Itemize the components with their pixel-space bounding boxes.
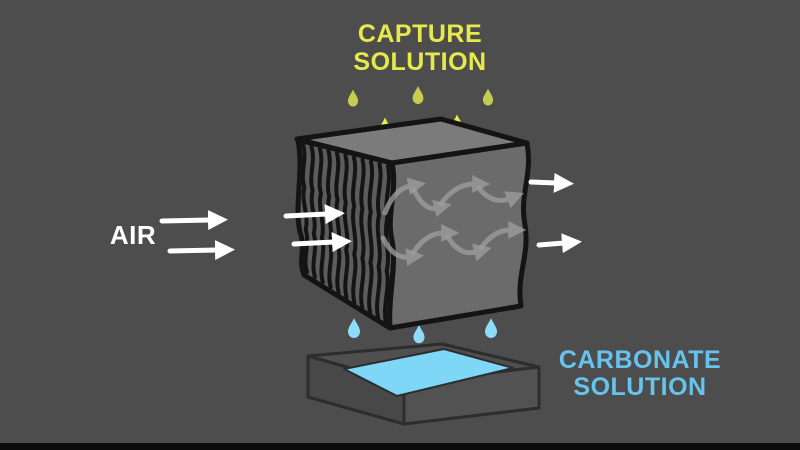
arrow-right-icon	[536, 233, 582, 254]
carbonate-solution-label: CARBONATE SOLUTION	[540, 347, 740, 401]
air-contactor-cube	[294, 116, 532, 331]
fin-stripe	[300, 143, 310, 274]
capture-solution-line2: SOLUTION	[353, 48, 487, 76]
droplet-icon	[347, 89, 359, 107]
fin-stripe	[375, 161, 383, 320]
flow-arrow-icon	[411, 187, 452, 218]
arrow-right-icon	[159, 210, 228, 231]
fin-stripe	[359, 157, 366, 310]
capture-solution-line1: CAPTURE	[357, 20, 483, 48]
arrow-right-icon	[528, 172, 574, 193]
capture-solution-label: CAPTURE SOLUTION	[290, 20, 550, 76]
flow-arrow-icon	[478, 221, 527, 251]
droplet-icon	[412, 86, 424, 104]
flow-arrow-icon	[476, 185, 525, 209]
letterbox-bar	[0, 443, 800, 450]
capture-droplets-back	[347, 86, 494, 107]
carbonate-pool	[343, 348, 514, 397]
fin-stripe	[325, 149, 334, 290]
arrow-right-icon	[167, 240, 235, 261]
arrow-right-icon	[283, 204, 345, 225]
fin-stripe	[334, 151, 342, 295]
carbonate-solution-line2: SOLUTION	[573, 373, 707, 401]
flow-arrow-icon	[410, 224, 460, 256]
fin-stripe	[342, 153, 350, 300]
droplet-icon	[482, 88, 494, 106]
cube-front-face	[387, 140, 532, 331]
droplet-icon	[413, 324, 425, 344]
flow-arrow-icon	[445, 234, 492, 262]
air-outlet-arrows	[528, 172, 582, 254]
airflow-path-arrows	[380, 175, 527, 267]
air-label: AIR	[109, 220, 157, 250]
flow-arrow-icon	[380, 235, 425, 267]
droplet-icon	[485, 318, 497, 338]
fin-stripe	[350, 155, 358, 305]
arrow-right-icon	[291, 232, 352, 253]
carbonate-solution-line1: CARBONATE	[558, 346, 722, 374]
fin-stripe	[367, 159, 375, 315]
fin-stripe	[309, 145, 318, 280]
carbonate-tray	[306, 342, 541, 426]
air-inlet-arrows	[159, 204, 352, 261]
flow-arrow-icon	[438, 175, 491, 207]
flow-arrow-icon	[382, 177, 426, 216]
droplet-icon	[348, 318, 360, 338]
